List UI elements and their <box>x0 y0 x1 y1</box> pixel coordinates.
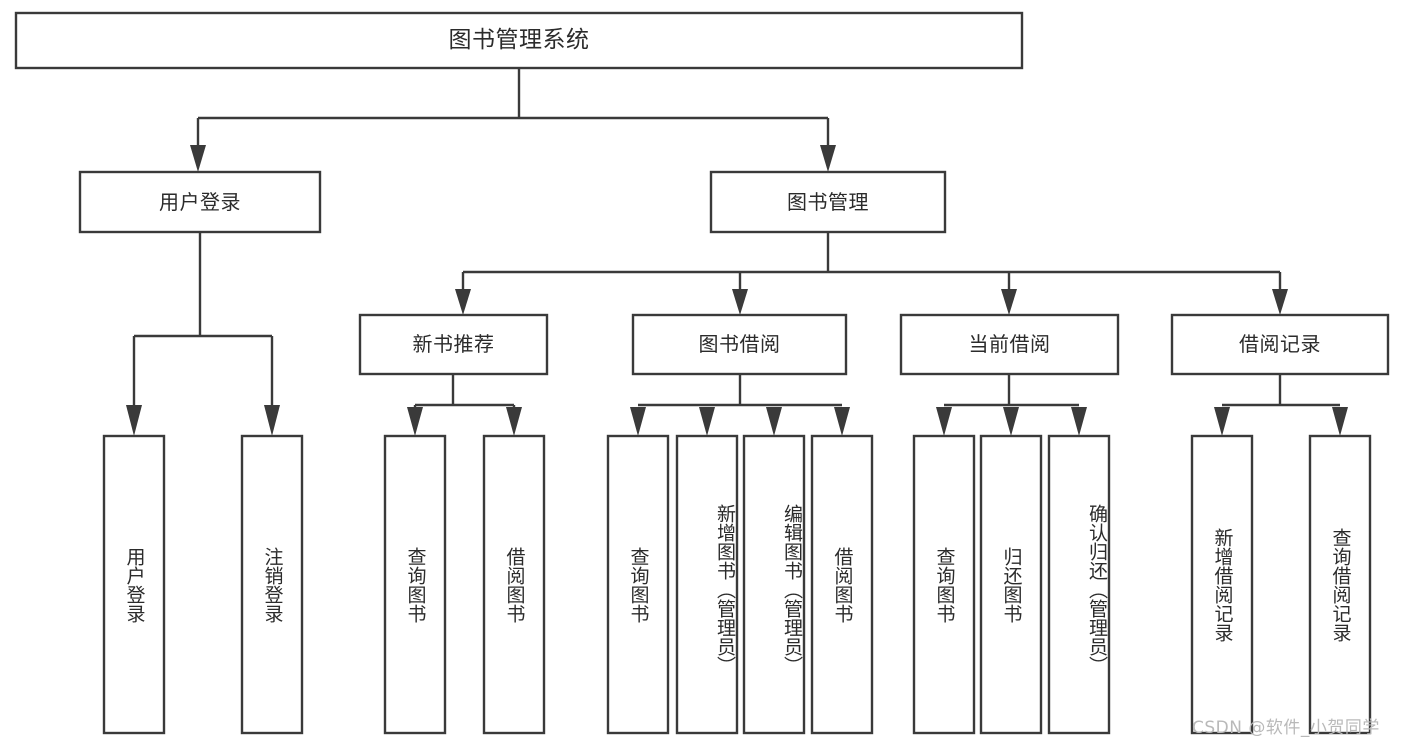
arrow-head-leaf-logout-login <box>264 405 280 436</box>
node-box-leaf-confirm-return[interactable] <box>1047 434 1111 735</box>
arrow-head-leaf-query-record <box>1332 407 1348 436</box>
node-box-root[interactable] <box>14 11 1024 70</box>
node-box-leaf-logout-login[interactable] <box>240 434 304 735</box>
node-box-leaf-return-book[interactable] <box>979 434 1043 735</box>
node-box-leaf-query-book-1[interactable] <box>383 434 447 735</box>
arrow-head-leaf-query-book-1 <box>407 407 423 436</box>
node-box-user-login[interactable] <box>78 170 322 234</box>
arrow-head-current-borrow <box>1001 289 1017 315</box>
arrow-head-book-management <box>820 145 836 172</box>
node-box-leaf-add-book[interactable] <box>675 434 739 735</box>
node-box-leaf-borrow-book-1[interactable] <box>482 434 546 735</box>
node-box-leaf-query-record[interactable] <box>1308 434 1372 735</box>
arrow-head-leaf-query-book-2 <box>630 407 646 436</box>
node-box-leaf-borrow-book-2[interactable] <box>810 434 874 735</box>
arrow-head-leaf-add-book <box>699 407 715 436</box>
arrow-head-leaf-query-book-3 <box>936 407 952 436</box>
arrow-head-leaf-borrow-book-2 <box>834 407 850 436</box>
node-box-leaf-edit-book[interactable] <box>742 434 806 735</box>
arrow-head-leaf-borrow-book-1 <box>506 407 522 436</box>
arrow-head-leaf-confirm-return <box>1071 407 1087 436</box>
node-box-new-book-recommend[interactable] <box>358 313 549 376</box>
arrow-head-leaf-edit-book <box>766 407 782 436</box>
node-box-current-borrow[interactable] <box>899 313 1120 376</box>
arrow-head-leaf-return-book <box>1003 407 1019 436</box>
node-box-book-borrow[interactable] <box>631 313 848 376</box>
node-box-book-management[interactable] <box>709 170 947 234</box>
arrow-head-user-login <box>190 145 206 172</box>
node-box-leaf-query-book-2[interactable] <box>606 434 670 735</box>
node-box-borrow-record[interactable] <box>1170 313 1390 376</box>
arrow-head-borrow-record <box>1272 289 1288 315</box>
arrow-head-leaf-add-record <box>1214 407 1230 436</box>
node-box-leaf-user-login[interactable] <box>102 434 166 735</box>
node-box-leaf-add-record[interactable] <box>1190 434 1254 735</box>
arrow-head-leaf-user-login <box>126 405 142 436</box>
arrow-head-book-borrow <box>732 289 748 315</box>
arrow-head-new-book-recommend <box>455 289 471 315</box>
node-box-leaf-query-book-3[interactable] <box>912 434 976 735</box>
